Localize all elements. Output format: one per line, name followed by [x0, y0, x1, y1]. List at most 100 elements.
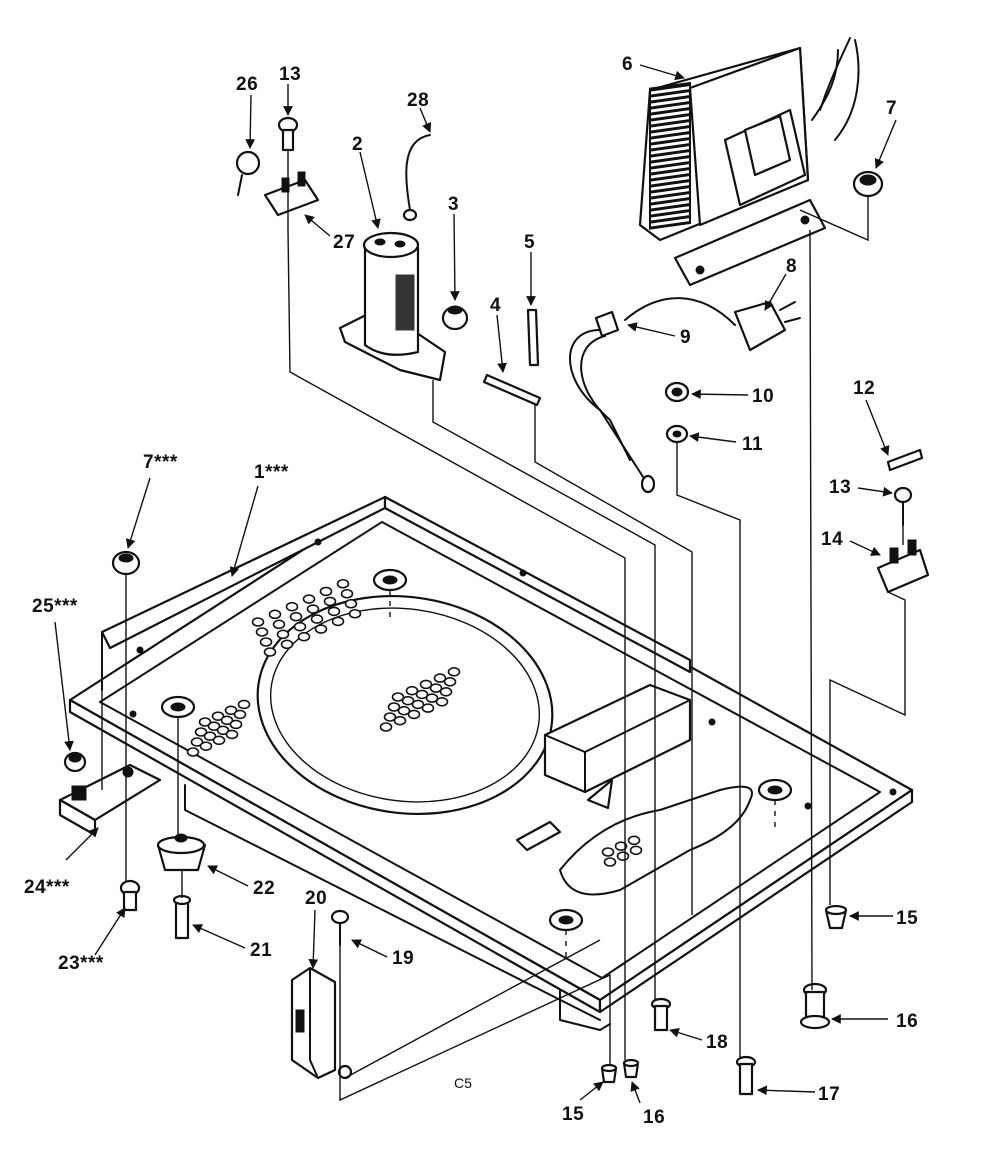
label-part-28: 28 — [407, 90, 429, 111]
pin-5 — [526, 308, 540, 367]
label-part-21: 21 — [250, 940, 272, 961]
diode — [402, 134, 431, 222]
vent-hole — [383, 712, 397, 722]
vent-hole — [229, 719, 243, 730]
vent-hole — [190, 737, 204, 747]
vent-hole — [327, 606, 341, 617]
label-part-2: 2 — [352, 134, 363, 155]
label-part-7-left: 7*** — [143, 452, 178, 473]
foot-15-right — [824, 904, 848, 930]
vent-hole — [237, 699, 251, 710]
nut-10 — [664, 381, 690, 403]
label-part-10: 10 — [752, 386, 774, 407]
vent-hole — [198, 717, 212, 727]
vent-hole — [310, 614, 324, 624]
vent-hole — [407, 709, 421, 720]
vent-hole — [421, 703, 435, 713]
vent-holes-center — [379, 666, 461, 732]
vent-hole — [207, 721, 221, 731]
vent-hole — [331, 616, 345, 627]
screw-19 — [330, 909, 350, 946]
vent-hole — [433, 673, 447, 683]
vent-hole — [314, 624, 328, 634]
screw-18 — [650, 997, 672, 1032]
foot-22 — [156, 833, 207, 872]
screw-16-right — [799, 982, 831, 1030]
vent-hole — [344, 598, 358, 609]
vent-hole — [601, 847, 615, 857]
vent-hole — [340, 588, 354, 599]
vent-holes-top — [251, 578, 362, 657]
label-part-20: 20 — [305, 888, 327, 909]
vent-hole — [272, 619, 286, 630]
clip-26 — [235, 150, 261, 196]
grommet-3 — [441, 305, 469, 331]
vent-hole — [443, 676, 457, 687]
screw-13-right — [893, 486, 913, 526]
vent-hole — [387, 702, 401, 712]
vent-hole — [285, 601, 299, 612]
vent-hole — [629, 845, 643, 856]
vent-hole — [211, 711, 225, 721]
part-25 — [63, 751, 87, 773]
vent-hole — [263, 647, 277, 657]
label-part-13-top: 13 — [279, 64, 301, 85]
switch-20 — [290, 966, 353, 1080]
screw-17 — [735, 1055, 757, 1096]
vent-hole — [336, 578, 350, 589]
label-part-9: 9 — [680, 327, 691, 348]
foot-socket-3 — [757, 778, 793, 802]
vent-hole — [616, 851, 630, 861]
vent-hole — [397, 705, 411, 716]
label-part-19: 19 — [392, 948, 414, 969]
vent-hole — [401, 695, 415, 706]
foot-16-bottom — [622, 1058, 640, 1079]
label-part-3: 3 — [448, 194, 459, 215]
foot-socket-1 — [372, 568, 408, 592]
vent-hole — [435, 696, 449, 707]
label-part-22: 22 — [253, 878, 275, 899]
label-part-16-bottom: 16 — [643, 1107, 665, 1128]
grommet-7 — [852, 170, 884, 198]
vent-hole — [225, 729, 239, 740]
vent-hole — [415, 689, 429, 700]
capacitor — [338, 231, 447, 382]
vent-hole — [411, 699, 425, 710]
label-part-6: 6 — [622, 54, 633, 75]
power-cord — [569, 297, 801, 494]
vent-hole — [297, 631, 311, 642]
label-part-17: 17 — [818, 1084, 840, 1105]
label-part-27: 27 — [333, 232, 355, 253]
label-part-24: 24*** — [24, 877, 70, 898]
vent-hole — [276, 629, 290, 640]
vent-hole — [212, 735, 226, 746]
label-part-5: 5 — [524, 232, 535, 253]
vent-hole — [251, 617, 265, 627]
terminal-27 — [263, 171, 320, 217]
vent-hole — [323, 596, 337, 607]
foot-socket-4 — [548, 908, 584, 932]
vent-hole — [268, 609, 282, 620]
vent-hole — [280, 639, 294, 650]
label-part-14: 14 — [821, 529, 843, 550]
label-part-15-bottom: 15 — [562, 1104, 584, 1125]
screw-23 — [119, 879, 141, 912]
vent-holes-right — [601, 835, 643, 867]
vent-hole — [319, 586, 333, 597]
bracket-24 — [58, 763, 162, 837]
vent-hole — [391, 692, 405, 702]
grommet-7-left — [111, 550, 141, 576]
vent-hole — [393, 715, 407, 726]
transformer — [638, 37, 860, 287]
callout-arrows — [54, 64, 897, 1104]
label-part-4: 4 — [490, 295, 501, 316]
vent-hole — [255, 627, 269, 637]
vent-hole — [348, 608, 362, 619]
label-part-15-right: 15 — [896, 908, 918, 929]
vent-hole — [259, 637, 273, 647]
vent-hole — [293, 621, 307, 632]
vent-hole — [439, 686, 453, 697]
vent-hole — [614, 841, 628, 851]
